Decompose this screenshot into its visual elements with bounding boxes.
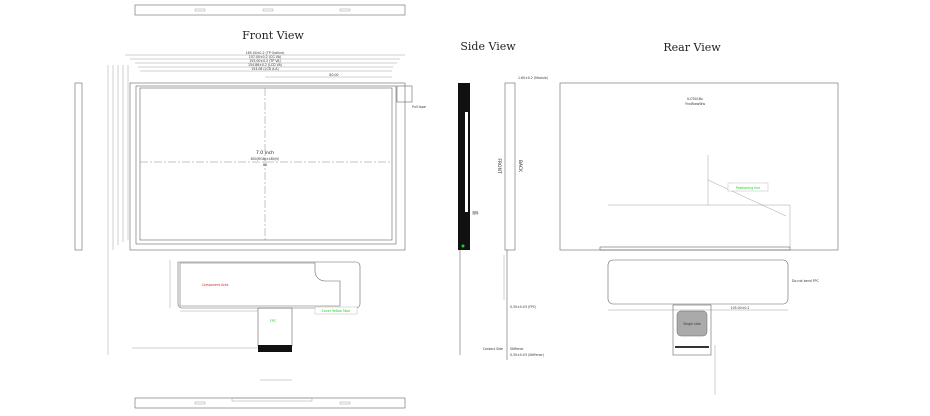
front-panel-outline (129, 82, 406, 251)
size-label: 7.0 inch (256, 150, 274, 156)
dim-cg-va: 157.00±0.2 (CG VA) (249, 55, 281, 59)
cover-tape-label: Cover Yellow Tape (322, 309, 351, 313)
rear-width-dim: 105.00±0.2 (731, 306, 750, 310)
rear-note-label: Do not bend FPC (792, 279, 819, 283)
dim-tp-va: 155.00±0.2 (TP VA) (249, 59, 280, 63)
model-label: ILI7001Bx (687, 97, 703, 101)
side-view-title: Side View (460, 40, 516, 53)
rear-fpc (607, 259, 789, 305)
chip-area (676, 310, 708, 337)
stiffener-label: Stiffener (510, 347, 524, 351)
side-profile (458, 82, 516, 360)
dim-lcd-aa: 154.08 (LCD A.A) (251, 67, 278, 71)
side-dim-bottom: 0.30±0.03 (Stiffener) (510, 353, 544, 357)
front-dimension-lines: 165.00±0.2 (TP Outline) 157.00±0.2 (CG V… (107, 51, 405, 381)
front-view-title: Front View (242, 29, 304, 42)
bottom-edge-view (134, 397, 406, 409)
positioning-line-label: Positioning line (736, 186, 760, 190)
pull-tape-label: Pull tape (412, 105, 426, 109)
front-fpc (177, 261, 361, 352)
dim-tp-outline: 165.00±0.2 (TP Outline) (246, 51, 285, 55)
pull-tape-tab (396, 85, 413, 103)
resolution-label: 800(RGB)×480(V) (251, 157, 280, 161)
fpc-label: FPC (270, 319, 277, 323)
side-dim-mid: 0.30±0.03 (FPC) (510, 305, 536, 309)
component-area-label: Component Area (202, 283, 229, 287)
front-label: FRONT (496, 158, 502, 174)
front-active-area (139, 87, 393, 241)
rear-panel-outline (559, 82, 839, 251)
front-left-edge-view (74, 82, 83, 251)
rear-view-title: Rear View (663, 41, 721, 54)
top-edge-view (134, 4, 406, 16)
foam-label: 泡棉 (472, 210, 478, 215)
date-label: YnnWwwWw (685, 102, 706, 106)
chip-label: Single side (683, 322, 700, 326)
aa-label: AA (263, 163, 268, 167)
back-label: BACK (517, 160, 523, 173)
contact-side-label: Contact Side (483, 347, 503, 351)
front-panel-va (135, 85, 397, 245)
dim-lcd-va: 154.86±0.2 (LCD VA) (248, 63, 282, 67)
side-dim-top: 1.60±0.2 (Module) (518, 76, 548, 80)
dim-half-width: 80.00 (329, 73, 338, 77)
